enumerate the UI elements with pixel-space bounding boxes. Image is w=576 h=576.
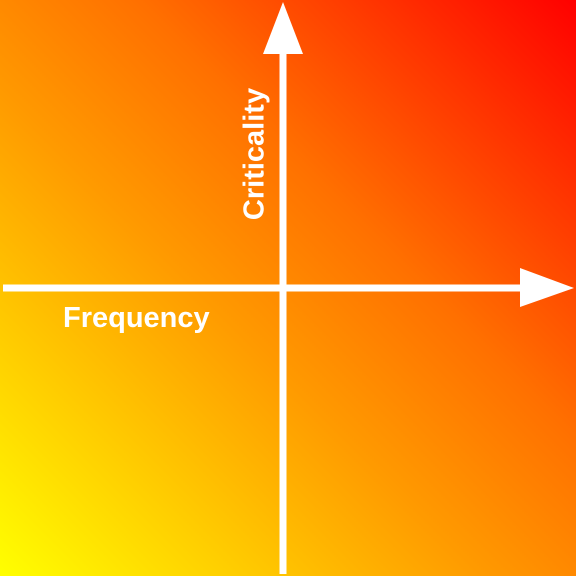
y-axis-arrowhead [263, 2, 303, 54]
y-axis-label: Criticality [238, 87, 271, 221]
x-axis-label: Frequency [63, 302, 210, 334]
x-axis-arrowhead [520, 268, 574, 307]
